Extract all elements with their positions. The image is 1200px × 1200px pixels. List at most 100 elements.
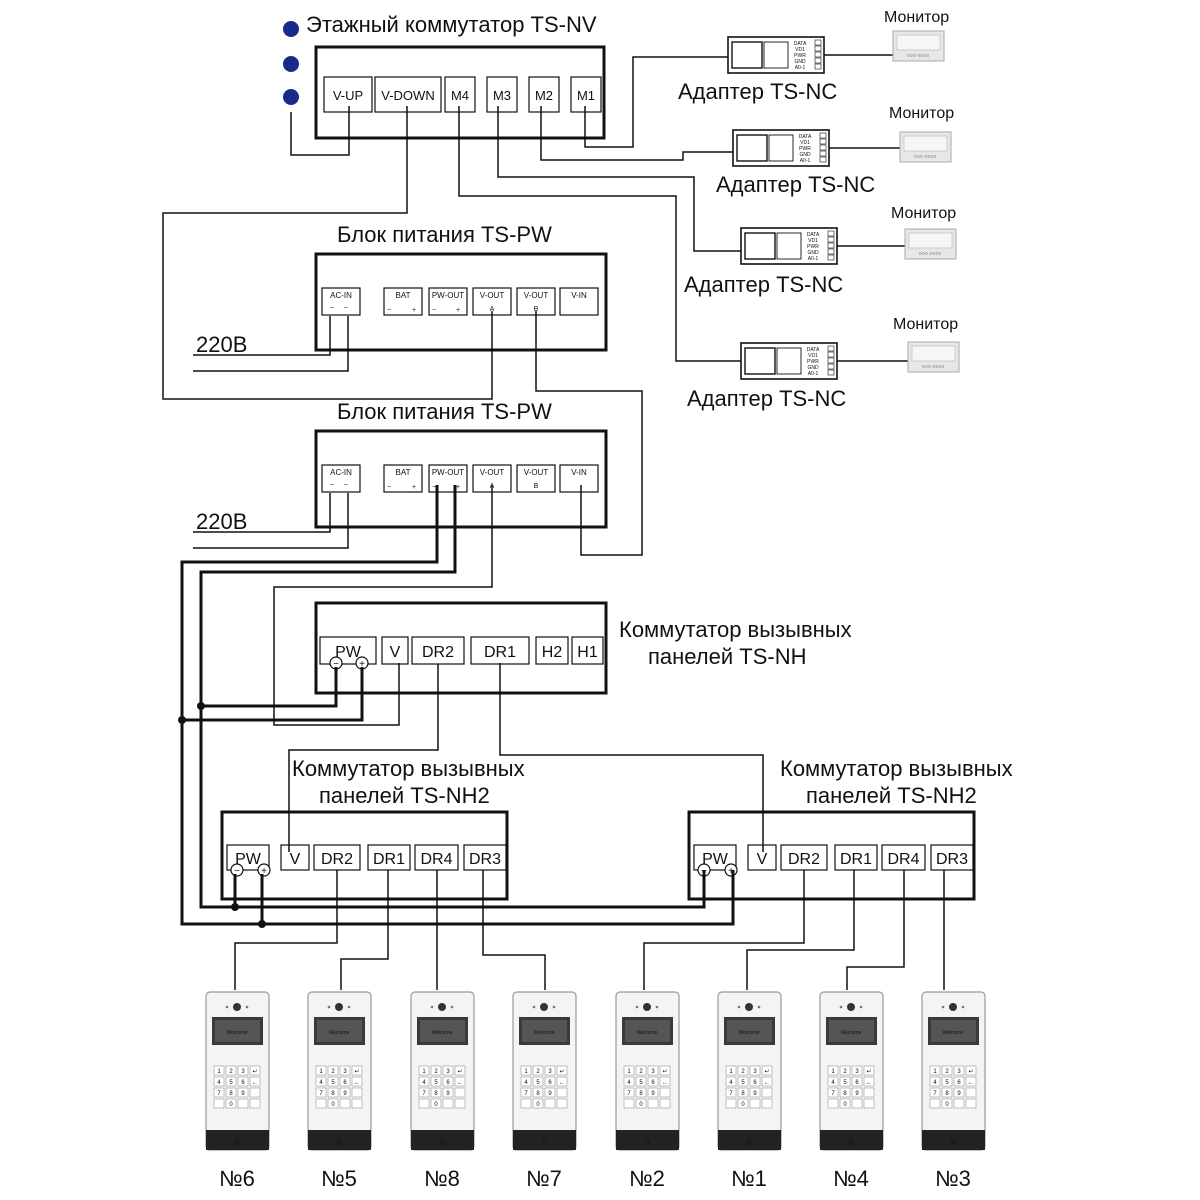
keypad-key xyxy=(623,1098,635,1109)
nh-terminal xyxy=(535,636,569,665)
led-icon xyxy=(941,1005,945,1009)
keypad-key xyxy=(454,1098,466,1109)
keypad-key xyxy=(339,1076,351,1087)
adapter-connector xyxy=(744,347,776,375)
keypad-key xyxy=(863,1065,875,1076)
pw-terminal-sub: B xyxy=(534,483,539,490)
adapter-pin xyxy=(819,132,827,139)
keypad-key-label: 7 xyxy=(319,1091,323,1097)
panel-reader xyxy=(718,1130,781,1150)
keypad-key-label: ↵ xyxy=(866,1069,871,1075)
panel-screen-inner xyxy=(931,1020,976,1042)
led-icon xyxy=(347,1005,351,1009)
panel-screen-text: Welcome xyxy=(841,1030,862,1036)
keypad-key xyxy=(929,1087,941,1098)
keypad-key xyxy=(851,1065,863,1076)
keypad-key xyxy=(839,1098,851,1109)
adapter-connector xyxy=(731,41,763,69)
nv-terminal-v-down xyxy=(374,76,442,113)
keypad-key xyxy=(418,1076,430,1087)
adapter-pin xyxy=(827,345,835,352)
keypad-key xyxy=(532,1076,544,1087)
adapter-pin-label: VD1 xyxy=(808,353,818,359)
nh2-terminal-label: DR2 xyxy=(788,851,820,868)
led-icon xyxy=(961,1005,965,1009)
adapter-connector xyxy=(744,232,776,260)
keypad-key-label: ← xyxy=(662,1080,668,1086)
pw-terminal-label: V-IN xyxy=(571,291,587,300)
keypad-key xyxy=(418,1065,430,1076)
pw1-pw2-vin-wire xyxy=(535,311,643,556)
keypad-key-label: 1 xyxy=(524,1069,528,1075)
adapter-pin xyxy=(827,242,835,249)
keypad-key xyxy=(442,1098,454,1109)
keypad-key xyxy=(851,1076,863,1087)
keypad-key xyxy=(725,1087,737,1098)
monitor-buttons: ○○○ ○○○○ xyxy=(907,53,930,59)
dr1-nh2-right-wire xyxy=(499,663,764,852)
adapter-pin-label: PWR xyxy=(807,244,819,250)
keypad-key-label: ↵ xyxy=(457,1069,462,1075)
keypad-key xyxy=(851,1098,863,1109)
adapter-pin-label: GND xyxy=(807,250,819,256)
nv-terminal-m4 xyxy=(444,76,476,113)
nv-terminal-m2 xyxy=(528,76,560,113)
camera-icon xyxy=(438,1003,446,1011)
keypad-key xyxy=(839,1065,851,1076)
keypad-key-label: 2 xyxy=(843,1069,847,1075)
adapter-pin-label: VD1 xyxy=(795,47,805,53)
monitor-buttons: ○○○ ○○○○ xyxy=(914,154,937,160)
nv-terminal-m3 xyxy=(486,76,518,113)
junction-dot xyxy=(178,716,186,724)
polarity-plus: + xyxy=(456,484,460,491)
adapter-chip xyxy=(776,232,802,260)
nv-vdown-pw1-wire xyxy=(162,106,493,400)
keypad-key xyxy=(827,1076,839,1087)
keypad-key-label: 4 xyxy=(524,1080,528,1086)
keypad-key xyxy=(315,1076,327,1087)
adapter-pin-label: A0-1 xyxy=(800,158,811,164)
pw-terminal-label: V-OUT xyxy=(524,291,549,300)
monitor-label: Монитор xyxy=(893,316,958,333)
keypad-key-label: 0 xyxy=(945,1102,949,1108)
keypad-key xyxy=(749,1087,761,1098)
keypad-key-label: 2 xyxy=(536,1069,540,1075)
keypad-key xyxy=(213,1076,225,1087)
adapter-pin-label: GND xyxy=(807,365,819,371)
terminal-minus xyxy=(230,863,244,877)
camera-icon xyxy=(643,1003,651,1011)
nh-terminal xyxy=(571,636,604,665)
keypad-key xyxy=(532,1065,544,1076)
pw-terminal xyxy=(472,287,512,316)
mains-wire xyxy=(193,493,349,549)
panel-screen-text: Welcome xyxy=(534,1030,555,1036)
keypad-key xyxy=(430,1098,442,1109)
keypad-key xyxy=(327,1076,339,1087)
led-icon xyxy=(839,1005,843,1009)
panel-6-wire xyxy=(234,870,338,990)
keypad-key xyxy=(249,1065,261,1076)
keypad-key xyxy=(213,1087,225,1098)
nh-power-minus-wire xyxy=(201,667,338,708)
pw-terminal-label: BAT xyxy=(396,291,411,300)
keypad-key-label: 9 xyxy=(651,1091,655,1097)
pw-terminal-label: AC-IN xyxy=(330,291,352,300)
keypad-key xyxy=(965,1065,977,1076)
keypad-key xyxy=(863,1098,875,1109)
card-reader-icon: )) xyxy=(541,1137,547,1146)
keypad-key-label: ← xyxy=(559,1080,565,1086)
keypad-key xyxy=(953,1065,965,1076)
keypad-key xyxy=(351,1087,363,1098)
keypad-key-label: 5 xyxy=(945,1080,949,1086)
m3-adapter-wire xyxy=(497,106,741,252)
adapter-pin-label: PWR xyxy=(807,359,819,365)
keypad-key xyxy=(327,1087,339,1098)
keypad-key-label: 6 xyxy=(957,1080,961,1086)
keypad-key-label: 4 xyxy=(319,1080,323,1086)
card-reader-icon: )) xyxy=(234,1137,240,1146)
pw-terminal xyxy=(321,464,361,493)
adapter-pin xyxy=(814,39,822,46)
nh-terminal-label: DR2 xyxy=(422,644,454,661)
